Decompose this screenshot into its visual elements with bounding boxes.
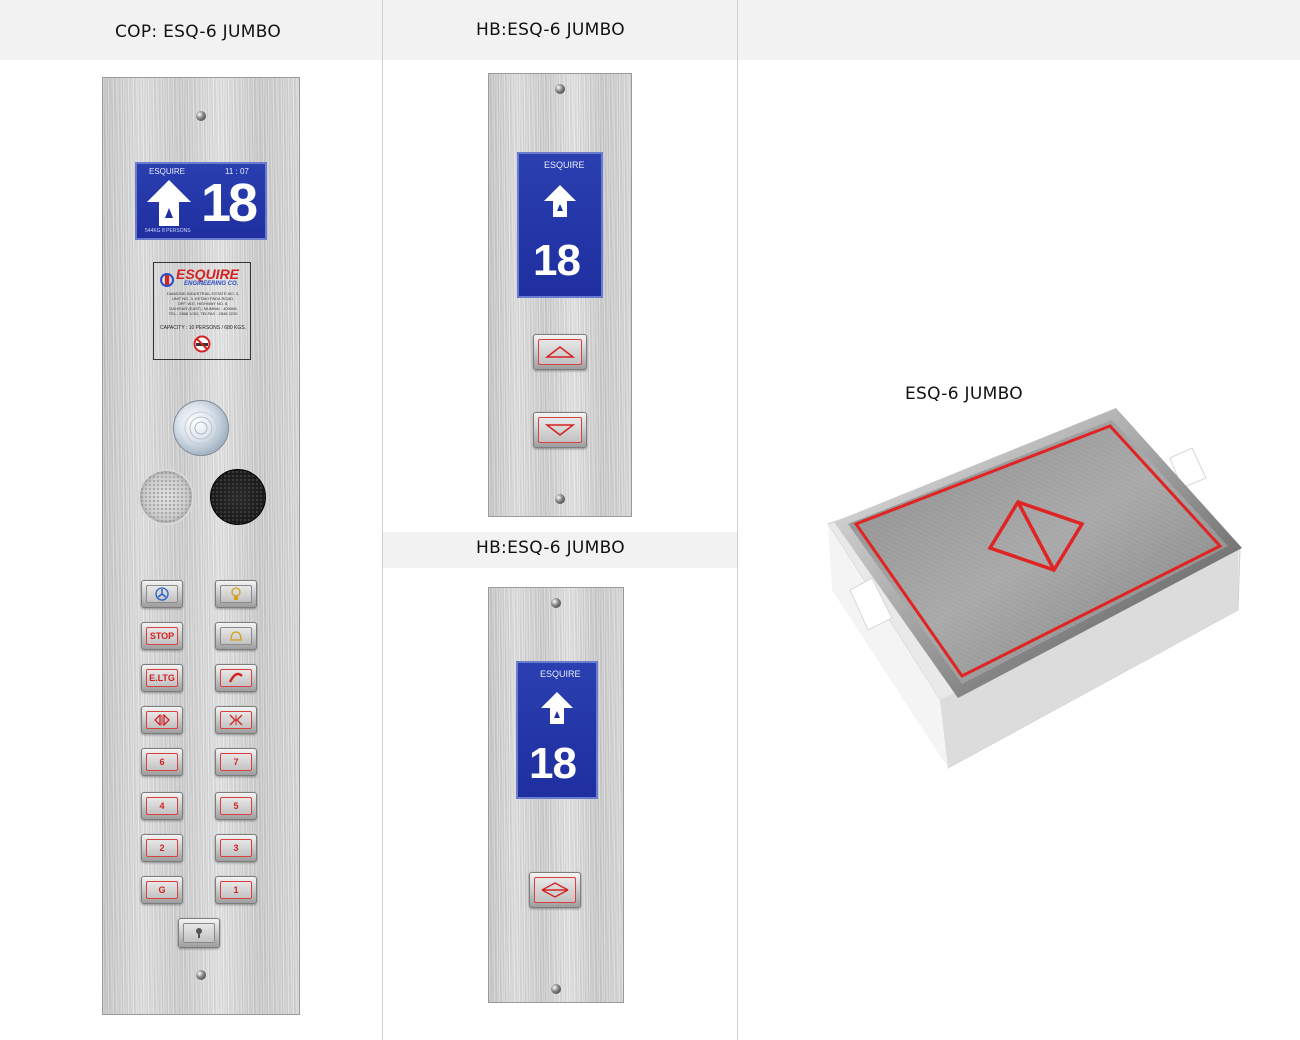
bulb-icon (231, 587, 241, 600)
stop-label: STOP (146, 627, 178, 645)
floor-button-3[interactable]: 3 (215, 834, 257, 862)
light-button[interactable] (215, 580, 257, 608)
up-down-triangle-icon (541, 882, 569, 898)
phone-button[interactable] (215, 664, 257, 692)
column-divider (382, 0, 383, 1040)
hb1-display: ESQUIRE 18 (517, 152, 603, 298)
fan-icon (155, 587, 169, 601)
floor-label: 4 (146, 797, 178, 815)
stop-button[interactable]: STOP (141, 622, 183, 650)
address-line: UNIT NO. 3, KETAKI PADA ROAD, (171, 296, 235, 301)
door-open-icon (154, 714, 170, 726)
cop-panel: ESQUIRE 11 : 07 18 544KG 8 PERSONS ESQUI… (102, 77, 300, 1015)
floor-label: 6 (146, 753, 178, 771)
cop-display-brand: ESQUIRE (149, 167, 186, 176)
cop-display-capacity: 544KG 8 PERSONS (145, 228, 191, 234)
up-arrow-icon (147, 180, 191, 226)
fan-button[interactable] (141, 580, 183, 608)
microphone-grille (210, 469, 266, 525)
up-triangle-icon (545, 346, 575, 358)
address-line: DIAMOND INDUSTRIAL ESTATE NO. 3, (166, 291, 240, 296)
hall-button-panel-2: ESQUIRE 18 (488, 587, 624, 1003)
hall-button-panel-1: ESQUIRE 18 (488, 73, 632, 517)
hb1-title: HB:ESQ-6 JUMBO (476, 20, 625, 40)
product-title: ESQ-6 JUMBO (905, 384, 1023, 404)
company-name: ESQUIRE (176, 266, 240, 282)
card-reader-icon (184, 411, 218, 445)
door-symbol-icon (987, 499, 1085, 573)
screw (196, 111, 206, 121)
emergency-light-label: E.LTG (146, 669, 178, 687)
company-logo-icon (160, 273, 174, 287)
floor-button-2[interactable]: 2 (141, 834, 183, 862)
address-line: DAHISAR (EAST), MUMBAI - 400068 (169, 306, 237, 311)
product-3d-render (827, 408, 1242, 769)
up-arrow-icon (544, 185, 576, 217)
alarm-button[interactable] (215, 622, 257, 650)
down-triangle-icon (545, 424, 575, 436)
door-close-button[interactable] (215, 706, 257, 734)
floor-label: 1 (220, 881, 252, 899)
door-open-button[interactable] (141, 706, 183, 734)
key-switch[interactable] (178, 918, 220, 948)
floor-label: 5 (220, 797, 252, 815)
floor-label: 2 (146, 839, 178, 857)
floor-button-5[interactable]: 5 (215, 792, 257, 820)
no-smoking-icon (193, 335, 211, 353)
hb2-call-button[interactable] (529, 872, 581, 908)
cop-display: ESQUIRE 11 : 07 18 544KG 8 PERSONS (135, 162, 267, 240)
capacity-label-plate: ESQUIRE ENGINEERING CO. DIAMOND INDUSTRI… (153, 262, 251, 360)
cop-display-time: 11 : 07 (225, 167, 249, 176)
phone-icon (228, 672, 243, 683)
floor-button-g[interactable]: G (141, 876, 183, 904)
hb2-title: HB:ESQ-6 JUMBO (476, 538, 625, 558)
floor-button-4[interactable]: 4 (141, 792, 183, 820)
address-line: OFF. W.E. HIGHWAY NO. 8, (177, 301, 229, 306)
screw (555, 84, 565, 94)
floor-button-7[interactable]: 7 (215, 748, 257, 776)
hb2-display-floor: 18 (529, 739, 577, 788)
up-arrow-icon (541, 692, 573, 724)
floor-label: 7 (220, 753, 252, 771)
hb1-up-button[interactable] (533, 334, 587, 370)
door-close-icon (229, 714, 243, 726)
column-divider (737, 0, 738, 1040)
screw (555, 494, 565, 504)
speaker-grille (138, 469, 194, 525)
hb2-header-band (383, 532, 737, 568)
cop-display-floor: 18 (201, 173, 258, 233)
cop-title: COP: ESQ-6 JUMBO (115, 22, 282, 42)
bell-icon (230, 631, 242, 641)
hb1-down-button[interactable] (533, 412, 587, 448)
floor-label: 3 (220, 839, 252, 857)
column-header-band (0, 0, 1300, 60)
floor-label: G (146, 881, 178, 899)
hb1-display-brand: ESQUIRE (544, 160, 585, 170)
capacity-text: CAPACITY : 10 PERSONS / 680 KGS. (160, 325, 246, 331)
hb2-display: ESQUIRE 18 (516, 661, 598, 799)
hb1-display-floor: 18 (533, 236, 581, 285)
emergency-light-button[interactable]: E.LTG (141, 664, 183, 692)
screw (551, 984, 561, 994)
hb2-display-brand: ESQUIRE (540, 669, 581, 679)
keyhole-icon (196, 928, 202, 938)
screw (551, 598, 561, 608)
floor-button-1[interactable]: 1 (215, 876, 257, 904)
floor-button-6[interactable]: 6 (141, 748, 183, 776)
card-reader[interactable] (173, 400, 229, 456)
company-sub: ENGINEERING CO. (184, 281, 239, 287)
address-line: TEL.: 2868 1003, TELFAX : 2848 2220 (168, 311, 238, 316)
screw (196, 970, 206, 980)
